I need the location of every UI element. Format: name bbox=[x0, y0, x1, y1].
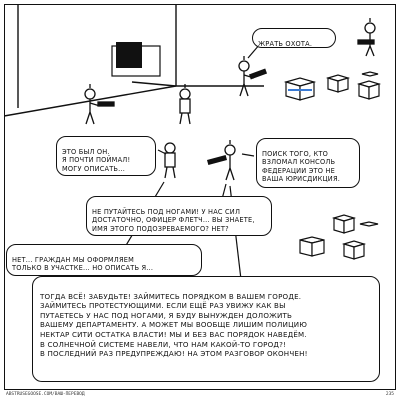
speech-text-witness: ЭТО БЫЛ ОН. Я ПОЧТИ ПОЙМАЛ! МОГУ ОПИСАТЬ… bbox=[62, 148, 131, 173]
speech-bubble-witness: ЭТО БЫЛ ОН. Я ПОЧТИ ПОЙМАЛ! МОГУ ОПИСАТЬ… bbox=[56, 136, 156, 176]
speech-text-search: ПОИСК ТОГО, КТО ВЗЛОМАЛ КОНСОЛЬ ФЕДЕРАЦИ… bbox=[262, 150, 341, 183]
boxes-middle bbox=[299, 214, 379, 260]
speech-bubble-search: ПОИСК ТОГО, КТО ВЗЛОМАЛ КОНСОЛЬ ФЕДЕРАЦИ… bbox=[256, 138, 360, 188]
speech-text-rant: ТОГДА ВСЁ! ЗАБУДЬТЕ! ЗАЙМИТЕСЬ ПОРЯДКОМ … bbox=[40, 291, 308, 359]
footer-site: ABSTRUSEGOOSE.COM/ВАШ-ПЕРЕВОД bbox=[6, 392, 85, 397]
speech-bubble-rant: ТОГДА ВСЁ! ЗАБУДЬТЕ! ЗАЙМИТЕСЬ ПОРЯДКОМ … bbox=[32, 276, 380, 382]
comic-panel: ЖРАТЬ ОХОТА. ЭТО БЫЛ ОН. Я ПОЧТИ ПОЙМАЛ!… bbox=[4, 4, 396, 390]
speech-bubble-reply: НЕТ... ГРАЖДАН МЫ ОФОРМЛЯЕМ ТОЛЬКО В УЧА… bbox=[6, 244, 202, 276]
window bbox=[111, 42, 161, 77]
speech-bubble-hunt: ЖРАТЬ ОХОТА. bbox=[252, 28, 336, 48]
speech-text-officer: НЕ ПУТАЙТЕСЬ ПОД НОГАМИ! У НАС СИЛ ДОСТА… bbox=[92, 208, 255, 233]
boxes-top bbox=[283, 71, 382, 101]
speech-text-hunt: ЖРАТЬ ОХОТА. bbox=[258, 40, 313, 49]
footer-page-number: 235 bbox=[385, 392, 394, 397]
speech-bubble-officer: НЕ ПУТАЙТЕСЬ ПОД НОГАМИ! У НАС СИЛ ДОСТА… bbox=[86, 196, 272, 236]
speech-text-reply: НЕТ... ГРАЖДАН МЫ ОФОРМЛЯЕМ ТОЛЬКО В УЧА… bbox=[12, 256, 154, 273]
figures bbox=[84, 18, 376, 181]
